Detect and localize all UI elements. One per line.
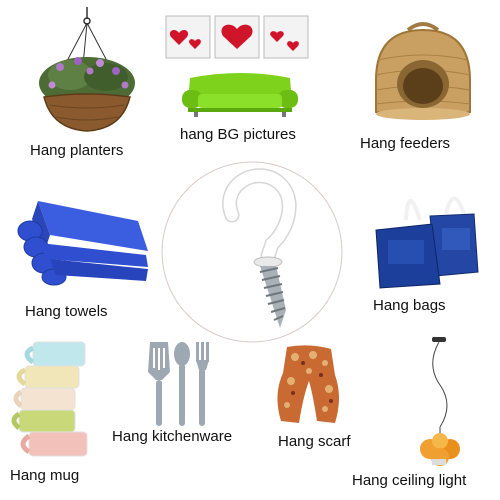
stacked-mugs-image: [11, 340, 95, 458]
blue-towels-image: [10, 195, 150, 286]
screw-hook-image: [160, 160, 345, 345]
hang-ceiling-light-label: Hang ceiling light: [352, 472, 467, 489]
green-sofa-image: [180, 68, 300, 118]
kitchenware-image: [140, 340, 220, 428]
hang-mug-label: Hang mug: [10, 467, 80, 484]
ceiling-light-image: [410, 335, 480, 475]
blue-bags-image: [370, 180, 480, 290]
wicker-feeder-image: [368, 20, 478, 125]
scarf-image: [273, 345, 345, 425]
hanging-planter-image: [30, 5, 145, 135]
hang-feeders-label: Hang feeders: [360, 135, 451, 152]
hang-kitchenware-label: Hang kitchenware: [112, 428, 233, 445]
heart-pictures-image: [165, 15, 310, 60]
hang-scarf-label: Hang scarf: [278, 433, 351, 450]
hang-bags-label: Hang bags: [373, 297, 446, 314]
hang-pictures-label: hang BG pictures: [180, 126, 296, 143]
hang-planters-label: Hang planters: [30, 142, 124, 159]
hang-towels-label: Hang towels: [25, 303, 108, 320]
